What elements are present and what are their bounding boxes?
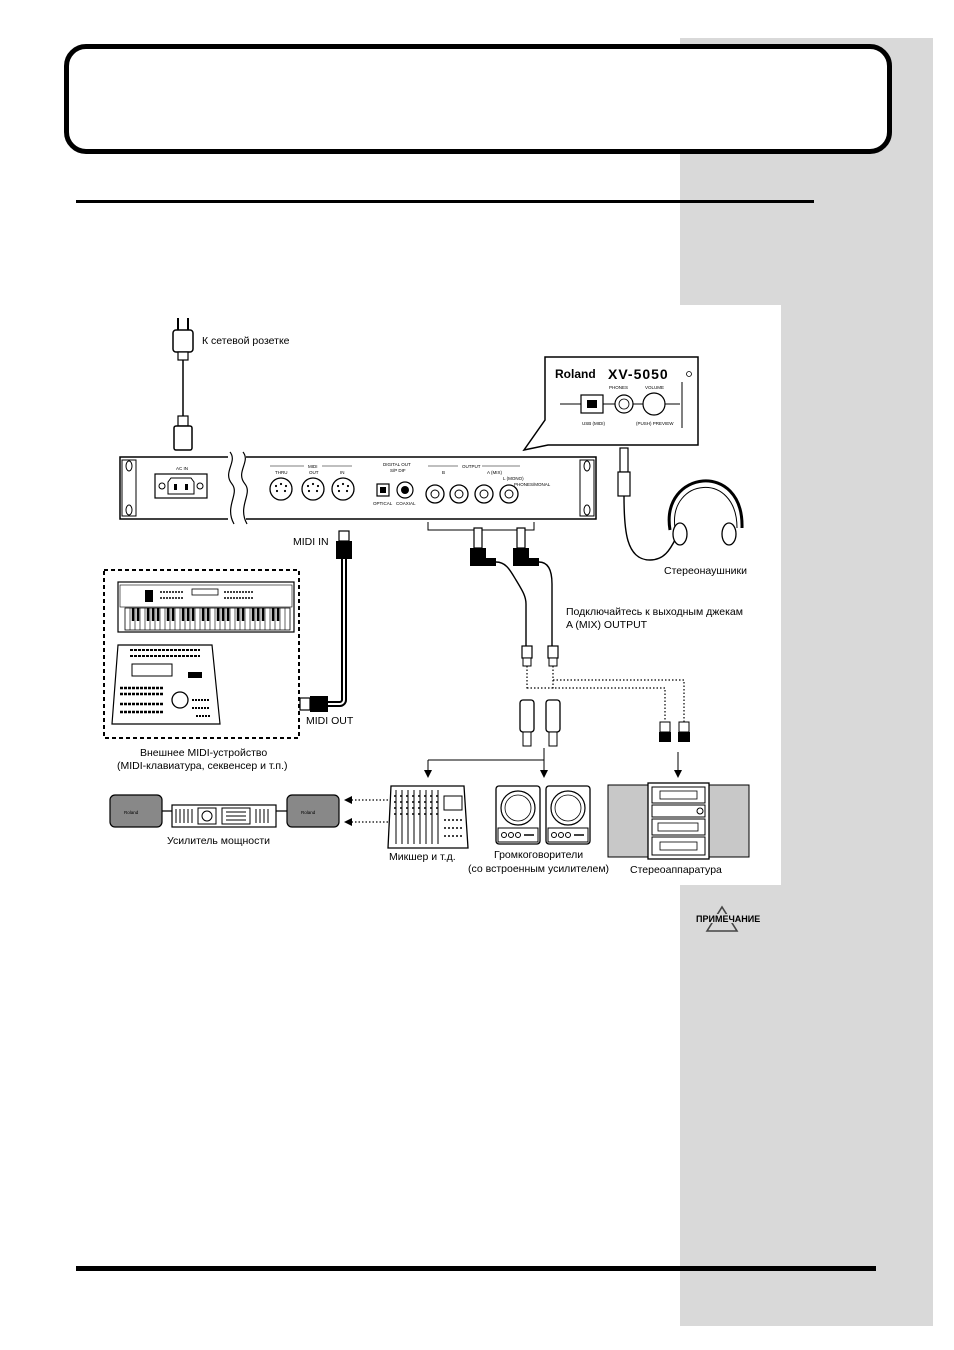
ext-midi-label-sub: (MIDI-клавиатура, секвенсер и т.п.) (117, 760, 288, 772)
midi-out-caption: OUT (309, 470, 319, 475)
stereo-label: Стереоаппаратура (630, 864, 722, 876)
title-box (64, 44, 892, 154)
power-amp-label: Усилитель мощности (167, 835, 270, 847)
note-label: ПРИМЕЧАНИЕ (696, 914, 760, 924)
midi-caption: MIDI (308, 464, 318, 469)
mixer-icon (387, 785, 469, 849)
volume-caption: VOLUME (645, 385, 664, 390)
phones-caption: PHONES (609, 385, 628, 390)
front-panel-callout: Roland XV-5050 PHONES VOLUME USB (MIDI) … (522, 356, 699, 452)
midi-in-label: MIDI IN (293, 536, 329, 548)
ac-in-caption: AC IN (176, 466, 188, 471)
headphones-label: Стереонаушники (664, 565, 747, 577)
ext-midi-label: Внешнее MIDI-устройство (140, 747, 267, 759)
output-a-caption: A (MIX) (487, 470, 503, 475)
power-plug-icon (172, 318, 194, 451)
phones-mono-caption: PHONES/MONAL (514, 482, 551, 487)
speakers-label-sub: (со встроенным усилителем) (468, 863, 609, 875)
midi-thru-caption: THRU (275, 470, 288, 475)
footer-rule (76, 1266, 876, 1271)
midi-in-port-icon (331, 477, 355, 501)
midi-out-label: MIDI OUT (306, 715, 354, 727)
power-outlet-label: К сетевой розетке (202, 335, 290, 347)
connect-label: Подключайтесь к выходным джекам (566, 606, 743, 618)
sequencer-icon (111, 644, 221, 725)
power-amp-group: Roland Roland (109, 794, 340, 828)
headphones-icon (617, 447, 744, 561)
connect-label-sub: A (MIX) OUTPUT (566, 619, 648, 631)
section-rule (76, 200, 814, 203)
output-caption: OUTPUT (462, 464, 481, 469)
mixer-label: Микшер и т.д. (389, 851, 456, 863)
usb-caption: USB (MIDI) (582, 421, 606, 426)
coaxial-caption: COAXIAL (396, 501, 416, 506)
speaker-brand-label: Roland (124, 810, 139, 815)
optical-caption: OPTICAL (373, 501, 393, 506)
rear-panel: AC IN MIDI THRU OUT IN DIGITAL OUT S/P D… (119, 451, 597, 525)
spdif-caption: S/P DIF (390, 468, 406, 473)
midi-out-port-icon (301, 477, 325, 501)
speakers-label: Громкоговорители (494, 849, 583, 861)
output-lmono-caption: L (MONO) (503, 476, 524, 481)
stereo-system-icon (607, 782, 750, 860)
volume-knob-icon (642, 392, 666, 416)
preview-caption: (PUSH) PREVIEW (636, 421, 674, 426)
external-midi-devices (103, 569, 300, 739)
front-panel-model: XV-5050 (608, 366, 669, 382)
midi-keyboard-icon (117, 581, 295, 633)
speaker-brand-label: Roland (301, 810, 316, 815)
front-panel-brand: Roland (555, 367, 596, 381)
midi-cable (299, 530, 352, 712)
digital-out-caption: DIGITAL OUT (383, 462, 411, 467)
output-cables (424, 527, 690, 778)
midi-thru-port-icon (269, 477, 293, 501)
powered-speakers-icon (495, 785, 591, 845)
note-badge: ПРИМЕЧАНИЕ (696, 905, 762, 932)
output-b-caption: B (442, 470, 445, 475)
midi-in-caption: IN (340, 470, 345, 475)
